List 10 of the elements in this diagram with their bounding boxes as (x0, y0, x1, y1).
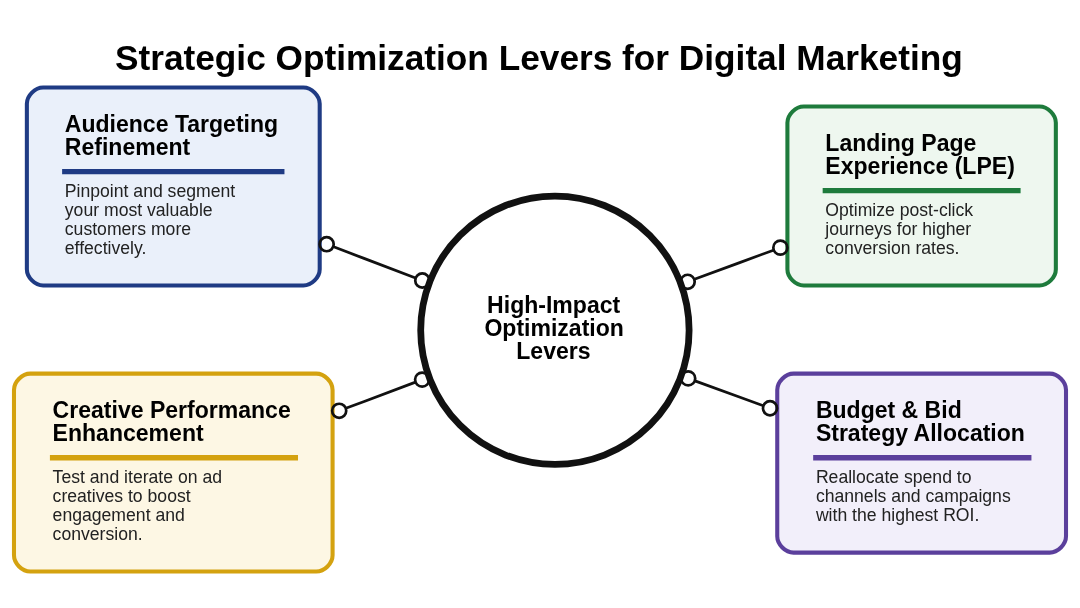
diagram-title: Strategic Optimization Levers for Digital Marketing (114, 37, 963, 77)
connector (330, 370, 431, 419)
node-box: Budget & Bid Strategy Allocation Reallocate spend to channels and campaigns with the highest ROI. (775, 371, 1069, 555)
node-circle: High-Impact Optimization Levers (417, 192, 693, 468)
connector (679, 369, 779, 417)
node-box: Landing Page Experience (LPE) Optimize post-click journeys for higher conversion rates. (785, 104, 1058, 288)
node-box: Audience Targeting Refinement Pinpoint and segment your most valuable customers more effectively. (24, 85, 322, 288)
connector (318, 235, 431, 289)
node-box: Creative Performance Enhancement Test and iterate on ad creatives to boost engagement and conversion. (11, 371, 335, 574)
connector (679, 238, 789, 290)
